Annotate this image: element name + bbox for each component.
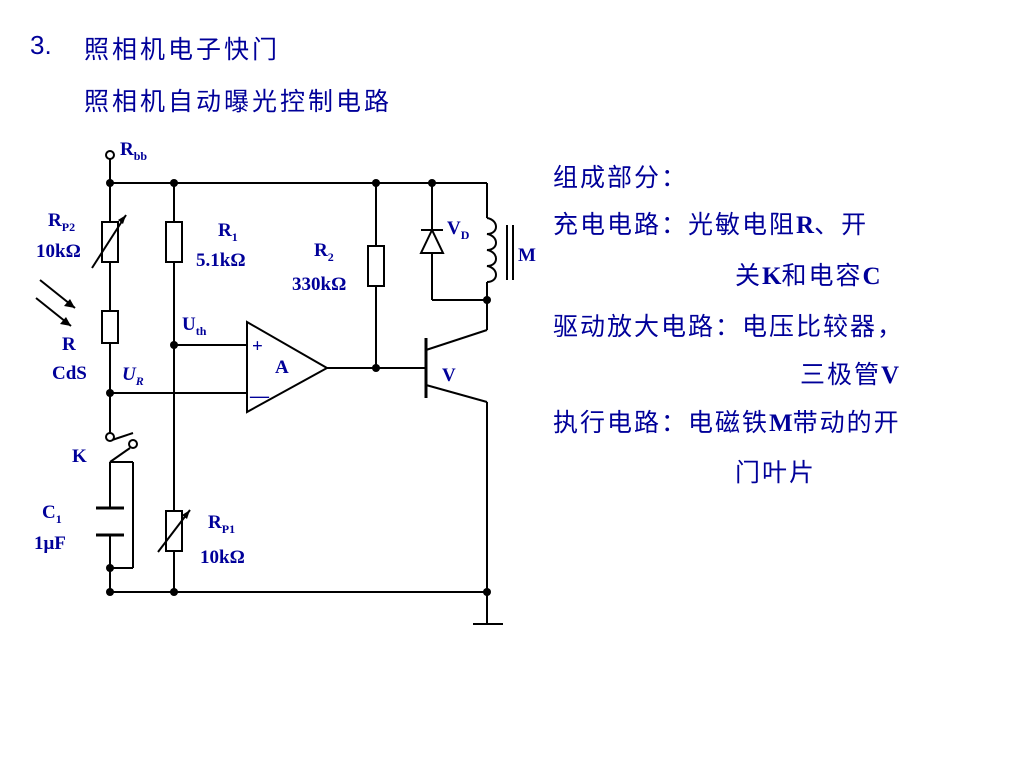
rbb-terminal xyxy=(105,150,115,160)
switch-k-contact-right xyxy=(128,439,138,449)
label-k: K xyxy=(72,446,87,467)
rp2-adjust-arrow xyxy=(91,214,127,269)
section-number: 3. xyxy=(30,30,52,60)
label-r1-value: 5.1kΩ xyxy=(196,250,246,271)
label-c1-value: 1μF xyxy=(34,533,66,554)
actuator-circuit-line1: 执行电路：电磁铁M带动的开 xyxy=(553,408,901,437)
electromagnet-coil xyxy=(486,217,497,283)
label-r-cds: R xyxy=(62,334,76,355)
opamp-plus-label: + xyxy=(252,336,263,357)
label-c1: C1 xyxy=(42,502,62,526)
driver-circuit-line2: 三极管V xyxy=(800,360,900,389)
label-rp2-value: 10kΩ xyxy=(36,241,81,262)
diode-vd xyxy=(419,227,445,254)
opamp-name-label: A xyxy=(275,357,289,378)
page-subtitle: 照相机自动曝光控制电路 xyxy=(84,87,393,116)
label-r1: R1 xyxy=(218,220,238,244)
label-uth: Uth xyxy=(182,314,207,338)
r1-resistor xyxy=(165,221,183,263)
r2-resistor xyxy=(367,245,385,287)
label-r2-value: 330kΩ xyxy=(292,274,346,295)
actuator-circuit-line2: 门叶片 xyxy=(735,458,817,487)
label-v-transistor: V xyxy=(442,365,456,386)
label-rp1-value: 10kΩ xyxy=(200,547,245,568)
label-r2: R2 xyxy=(314,240,334,264)
rp2-resistor xyxy=(101,221,119,263)
charging-circuit-line2: 关K和电容C xyxy=(735,261,881,290)
opamp-comparator xyxy=(246,320,330,414)
label-m: M xyxy=(518,245,536,266)
opamp-minus-label: — xyxy=(249,386,270,407)
driver-circuit-line1: 驱动放大电路：电压比较器， xyxy=(553,312,905,341)
switch-k-blade xyxy=(109,447,131,463)
label-ur: UR xyxy=(122,364,144,388)
capacitor-c1 xyxy=(96,506,124,537)
label-rbb: Rbb xyxy=(120,139,147,163)
label-cds: CdS xyxy=(52,363,87,384)
label-rp1: RP1 xyxy=(208,512,235,536)
switch-k-contact-top xyxy=(105,432,115,442)
label-rp2: RP2 xyxy=(48,210,75,234)
charging-circuit-line1: 充电电路：光敏电阻R、开 xyxy=(553,210,869,239)
label-vd: VD xyxy=(447,218,470,242)
junction-dots xyxy=(106,179,491,596)
page-title: 照相机电子快门 xyxy=(84,35,281,64)
photoresistor-cds xyxy=(101,310,119,344)
components-heading: 组成部分： xyxy=(553,163,689,192)
